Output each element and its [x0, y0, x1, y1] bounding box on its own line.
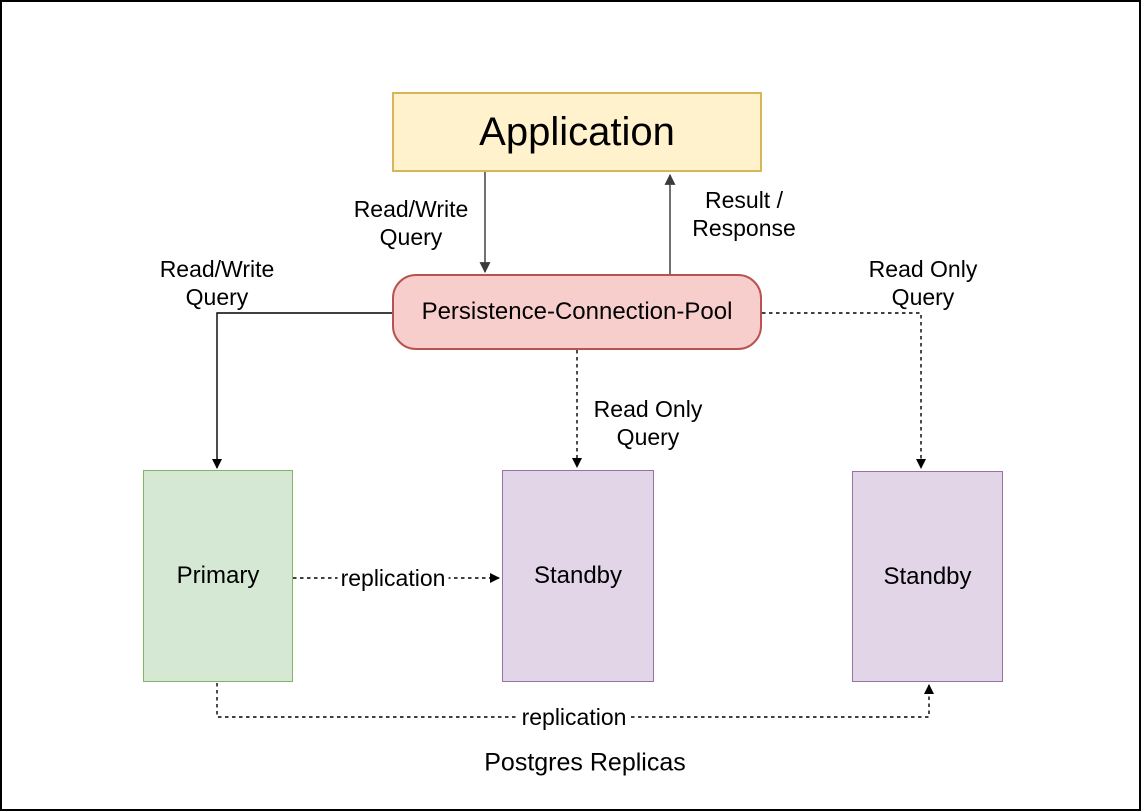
- node-persistence-connection-pool: Persistence-Connection-Pool: [392, 274, 762, 350]
- edge-label-result-response: Result / Response: [692, 187, 796, 241]
- edge-label-replication-mid: replication: [337, 566, 449, 590]
- node-application-label: Application: [479, 109, 675, 154]
- edge-label-read-only-query-right: Read Only Query: [868, 256, 978, 310]
- node-standby-right: Standby: [852, 471, 1003, 682]
- edge-label-read-write-query-left: Read/Write Query: [159, 256, 275, 310]
- edge-pool-to-primary-arrow: [212, 312, 392, 469]
- edge-label-read-only-query-mid: Read Only Query: [593, 396, 703, 450]
- edge-label-replication-bottom: replication: [518, 705, 630, 729]
- edge-pool-to-standby-right-arrow: [762, 312, 926, 469]
- node-primary-label: Primary: [176, 562, 260, 589]
- diagram-caption: Postgres Replicas: [484, 748, 686, 777]
- node-application: Application: [392, 92, 762, 172]
- node-standby-right-label: Standby: [883, 562, 972, 590]
- node-pool-label: Persistence-Connection-Pool: [421, 298, 733, 325]
- edge-label-read-write-query-top: Read/Write Query: [353, 196, 469, 250]
- node-primary: Primary: [143, 470, 293, 682]
- node-standby-mid-label: Standby: [533, 562, 623, 589]
- node-standby-mid: Standby: [502, 470, 654, 682]
